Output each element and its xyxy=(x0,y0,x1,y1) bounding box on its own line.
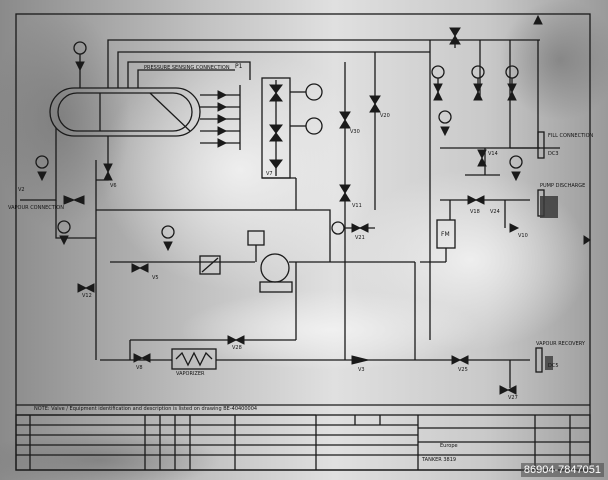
v25-label: V25 xyxy=(458,367,468,373)
v21-label: V21 xyxy=(355,235,365,241)
v12-label: V12 xyxy=(82,293,92,299)
v10-label: V10 xyxy=(518,233,528,239)
v14-label: V14 xyxy=(488,151,498,157)
pressure-sensing-label: PRESSURE SENSING CONNECTION xyxy=(144,65,230,71)
dc3-label: DC3 xyxy=(548,151,559,157)
v28-label: V28 xyxy=(232,345,242,351)
fm-label: FM xyxy=(441,231,450,238)
v7-label: V7 xyxy=(266,171,273,177)
pump-discharge-label: PUMP DISCHARGE xyxy=(540,183,586,189)
v5-label: V5 xyxy=(152,275,159,281)
vapour-connection-label: VAPOUR CONNECTION xyxy=(8,205,64,211)
v20-label: V20 xyxy=(380,113,390,119)
p1-label: P1 xyxy=(235,63,243,70)
watermark-id: 86904-7847051 xyxy=(520,463,604,477)
fill-connection-label: FILL CONNECTION xyxy=(548,133,594,139)
v27-label: V27 xyxy=(508,395,518,401)
v3-label: V3 xyxy=(358,367,365,373)
vapour-recovery-label: VAPOUR RECOVERY xyxy=(536,341,585,347)
title-block-tanker: TANKER 3819 xyxy=(422,457,457,463)
dc5-label: DC5 xyxy=(548,363,559,369)
title-block-europe: Europe xyxy=(440,443,458,449)
vaporizer-label: VAPORIZER xyxy=(176,371,205,377)
v11-label: V11 xyxy=(352,203,362,209)
v30-label: V30 xyxy=(350,129,360,135)
drawing-note: NOTE: Valve / Equipment identification a… xyxy=(34,406,258,412)
v18-label: V18 xyxy=(470,209,480,215)
v6-label: V6 xyxy=(110,183,117,189)
v2-label: V2 xyxy=(18,187,25,193)
v24-label: V24 xyxy=(490,209,500,215)
v8-label: V8 xyxy=(136,365,143,371)
